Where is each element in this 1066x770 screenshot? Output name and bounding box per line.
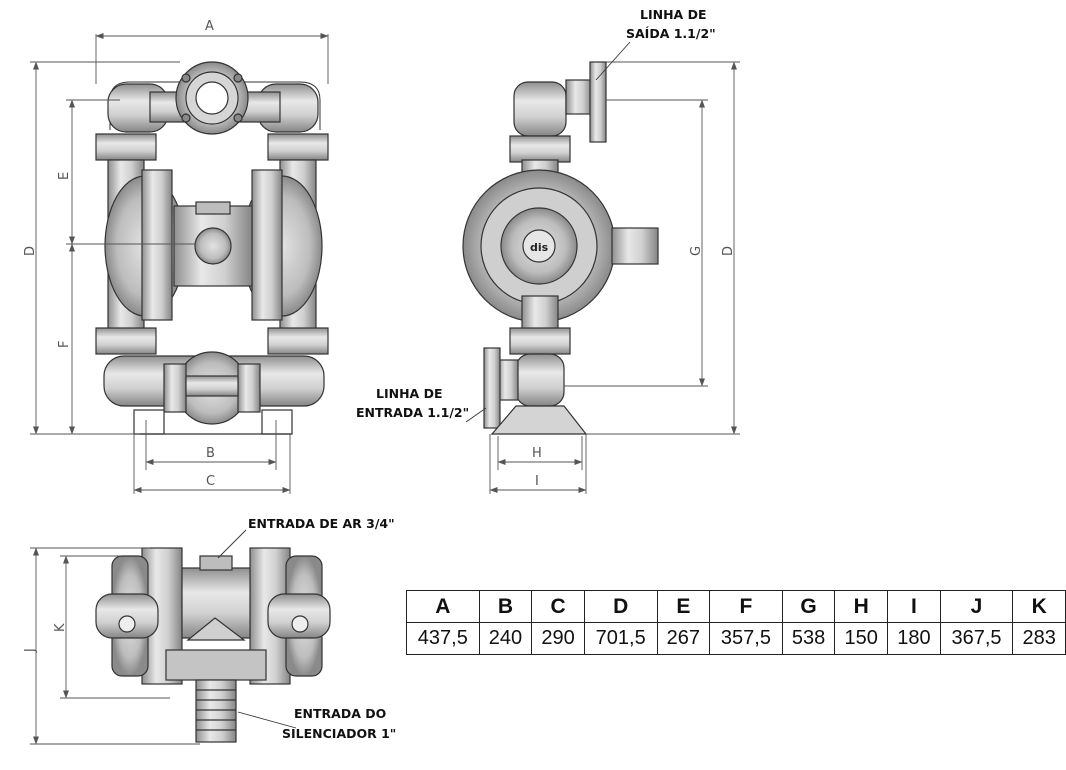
side-view-dimensions xyxy=(465,41,740,494)
value-b: 240 xyxy=(478,622,533,655)
header-j: J xyxy=(939,590,1014,623)
dim-label-d-front: D xyxy=(23,246,38,256)
dimensions-table: A B C D E F G H I J K 437,5 240 290 701,… xyxy=(406,590,1066,655)
dim-label-c: C xyxy=(206,474,215,489)
value-i: 180 xyxy=(887,622,941,655)
value-c: 290 xyxy=(531,622,585,655)
dim-label-j: J xyxy=(23,648,38,653)
header-h: H xyxy=(834,590,889,623)
dim-label-f: F xyxy=(57,341,72,348)
bottom-view-pump xyxy=(95,547,331,743)
dim-label-i: I xyxy=(535,474,539,489)
dim-label-k: K xyxy=(53,623,68,632)
value-d: 701,5 xyxy=(583,622,658,655)
air-inlet-label: ENTRADA DE AR 3/4" xyxy=(248,516,395,531)
dim-label-g: G xyxy=(689,246,704,256)
inlet-label-line1: LINHA DE xyxy=(376,386,442,401)
header-a: A xyxy=(406,590,480,623)
header-k: K xyxy=(1012,590,1066,623)
dimensions-header-row: A B C D E F G H I J K xyxy=(406,590,1066,623)
inlet-label-line2: ENTRADA 1.1/2" xyxy=(356,405,469,420)
bottom-view-dimensions xyxy=(30,529,297,745)
header-c: C xyxy=(531,590,585,623)
header-b: B xyxy=(478,590,533,623)
value-e: 267 xyxy=(656,622,711,655)
outlet-label-line1: LINHA DE xyxy=(640,7,706,22)
header-e: E xyxy=(656,590,711,623)
side-view-pump xyxy=(462,61,659,435)
dim-label-h: H xyxy=(532,446,542,461)
dim-label-b: B xyxy=(206,446,215,461)
value-g: 538 xyxy=(781,622,836,655)
outlet-label-line2: SAÍDA 1.1/2" xyxy=(626,26,716,41)
header-d: D xyxy=(583,590,658,623)
value-k: 283 xyxy=(1012,622,1066,655)
header-g: G xyxy=(781,590,836,623)
value-j: 367,5 xyxy=(939,622,1014,655)
front-view-pump xyxy=(95,61,329,435)
header-i: I xyxy=(887,590,941,623)
dim-label-e: E xyxy=(57,172,72,180)
silencer-label-line1: ENTRADA DO xyxy=(294,706,386,721)
value-a: 437,5 xyxy=(406,622,480,655)
dim-label-a: A xyxy=(205,19,214,34)
value-h: 150 xyxy=(834,622,889,655)
value-f: 357,5 xyxy=(709,622,783,655)
brand-logo-text: dis xyxy=(530,241,549,254)
front-view-dimensions xyxy=(30,33,329,494)
dimensions-value-row: 437,5 240 290 701,5 267 357,5 538 150 18… xyxy=(406,622,1066,655)
silencer-label-line2: SILENCIADOR 1" xyxy=(282,726,396,741)
dim-label-d-side: D xyxy=(721,246,736,256)
header-f: F xyxy=(709,590,783,623)
